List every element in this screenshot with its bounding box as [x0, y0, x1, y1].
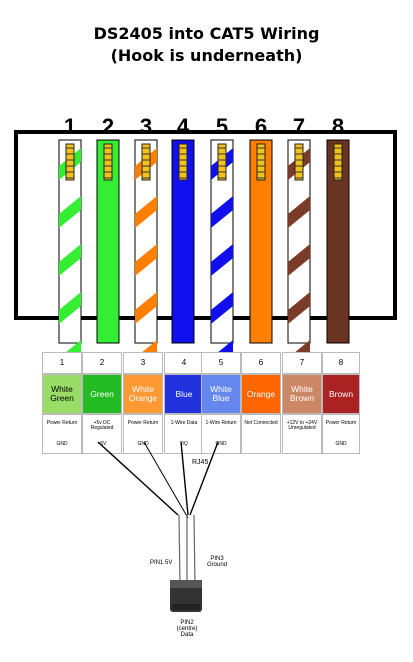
table-pin-number: 2 [82, 352, 122, 374]
table-power: DQ [180, 441, 188, 448]
wire-6 [249, 139, 273, 344]
pin3-label: PIN3 Ground [206, 556, 227, 568]
table-power: +5V [97, 441, 107, 448]
plug-body [14, 130, 397, 320]
table-wire-color: White Brown [282, 374, 322, 414]
wire-pin2-to-ds2405 [97, 441, 179, 516]
table-power: GND [56, 441, 68, 448]
table-function: Power Return [123, 414, 163, 454]
title-line-1: DS2405 into CAT5 Wiring [93, 24, 320, 43]
wire-7 [287, 139, 311, 360]
table-pin-number: 5 [201, 352, 241, 374]
table-pin-number: 3 [123, 352, 163, 374]
table-power: GND [215, 441, 227, 448]
contact-8 [333, 143, 343, 181]
table-pin-number: 6 [241, 352, 281, 374]
wire-3 [134, 139, 158, 360]
wire-pin4-to-ds2405 [180, 441, 189, 516]
contact-7 [294, 143, 304, 181]
contact-4 [178, 143, 188, 181]
contact-5 [217, 143, 227, 181]
table-pin-number: 7 [282, 352, 322, 374]
contact-3 [141, 143, 151, 181]
wire-5 [210, 139, 234, 360]
wire-pin3-to-ds2405 [143, 441, 189, 519]
table-function: +5v DC Regulated [82, 414, 122, 454]
table-function: 1-Wire Return [201, 414, 241, 454]
rj45-label: RJ45 [192, 459, 209, 466]
ds2405-chip [170, 580, 202, 612]
table-wire-color: Orange [241, 374, 281, 414]
table-function: Not Connected [241, 414, 281, 454]
table-power: GND [137, 441, 149, 448]
wire-pin5-to-ds2405 [189, 441, 219, 516]
table-wire-color: White Blue [201, 374, 241, 414]
title-line-2: (Hook is underneath) [110, 46, 303, 65]
table-function: +12V to +24V Unregulated [282, 414, 322, 454]
table-wire-color: White Orange [123, 374, 163, 414]
table-function: Power Return [42, 414, 82, 454]
table-function: Power Return [322, 414, 360, 454]
lead-1 [178, 514, 181, 586]
table-function: 1-Wire Data [164, 414, 204, 454]
table-power: GND [335, 441, 347, 448]
table-wire-color: Blue [164, 374, 204, 414]
wire-4 [171, 139, 195, 344]
lead-3 [193, 514, 196, 586]
contact-1 [65, 143, 75, 181]
contact-6 [256, 143, 266, 181]
table-pin-number: 1 [42, 352, 82, 374]
rj45-plug-diagram [14, 130, 397, 360]
table-wire-color: White Green [42, 374, 82, 414]
pin1-label: PIN1 5V [150, 560, 173, 566]
wire-8 [326, 139, 350, 344]
table-pin-number: 8 [322, 352, 360, 374]
pin2-label: PIN2 (centre) Data [176, 620, 198, 638]
wire-2 [96, 139, 120, 344]
table-wire-color: Green [82, 374, 122, 414]
table-wire-color: Brown [322, 374, 360, 414]
contact-2 [103, 143, 113, 181]
